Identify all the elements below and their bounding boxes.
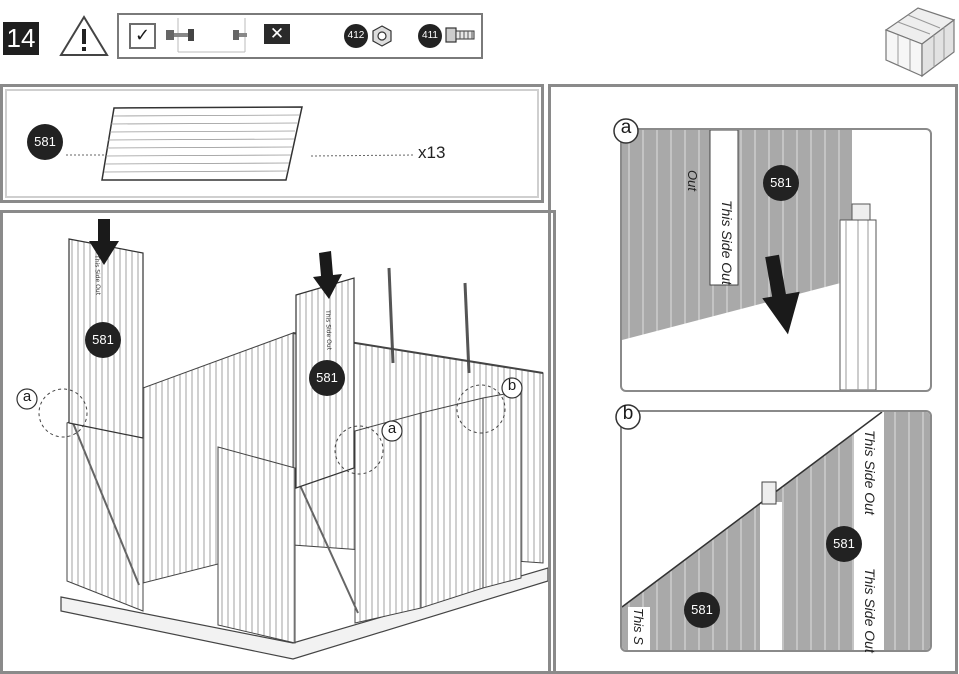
step-number-badge: 14 (3, 22, 39, 55)
detail-b-panel (620, 410, 932, 652)
detail-b-part-badge-lower: 581 (684, 592, 720, 628)
greenhouse-thumbnail-icon (884, 7, 956, 78)
bolt-icon (445, 27, 475, 43)
quantity-label: x13 (418, 143, 446, 162)
detail-b-stamp-top: This Side Out (862, 430, 878, 515)
detail-a-stamp-top: Out (685, 170, 700, 191)
callout-b-label: b (507, 377, 517, 394)
detail-b-label-circle (615, 404, 641, 430)
panel-581-mid-badge: 581 (309, 360, 345, 396)
assembly-illustration (38, 219, 548, 660)
detail-b-illustration (622, 412, 930, 650)
detail-a-label: a (620, 117, 632, 138)
stamp-text-mid-panel: This Side Out (324, 310, 333, 351)
stamp-text-left-panel: This Side Out (93, 255, 102, 296)
roof-panel-illustration (66, 106, 415, 181)
callout-a-left-label: a (22, 388, 32, 405)
detail-a-label-circle (613, 118, 639, 144)
detail-b-part-badge-upper: 581 (826, 526, 862, 562)
nut-icon (372, 25, 392, 47)
detail-a-part-badge: 581 (763, 165, 799, 201)
callout-a-left-circle (16, 388, 38, 410)
callout-a-mid-label: a (387, 420, 397, 437)
detail-b-stamp-text: This Side Out (862, 568, 878, 653)
x-icon: ✕ (264, 24, 290, 44)
warning-icon (59, 15, 109, 56)
detail-b-stamp-bottom: This S (631, 608, 646, 645)
callout-b-circle (501, 377, 523, 399)
check-icon: ✓ (129, 23, 156, 49)
part-411-badge: 411 (418, 24, 442, 48)
parts-box (0, 84, 544, 203)
detail-b-label: b (622, 403, 634, 424)
panel-581-left-badge: 581 (85, 322, 121, 358)
panel-581-badge: 581 (27, 124, 63, 160)
callout-a-mid-circle (381, 420, 403, 442)
part-412-badge: 412 (344, 24, 368, 48)
bolt-parts-illustration (166, 18, 247, 53)
detail-a-stamp-text: This Side Out (719, 200, 735, 285)
